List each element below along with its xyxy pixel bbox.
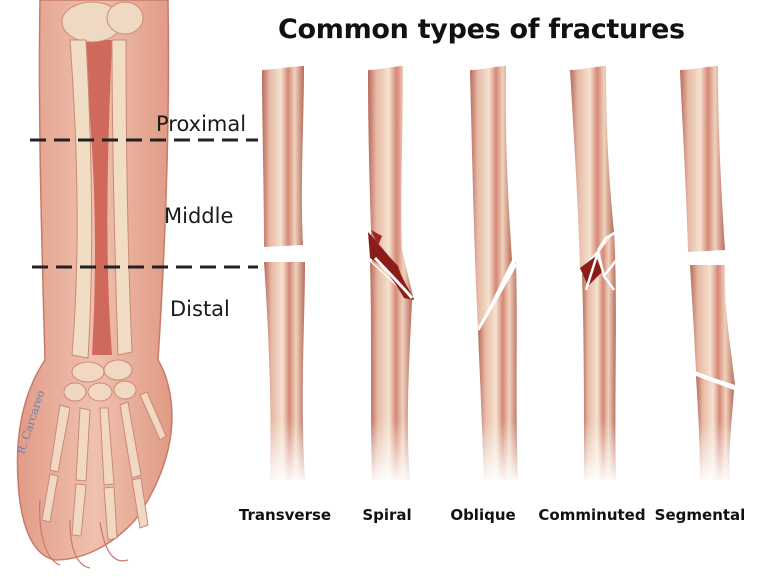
caption-segmental: Segmental [640, 506, 760, 524]
segmental-bone [680, 66, 735, 480]
region-label-distal: Distal [170, 297, 230, 321]
caption-oblique: Oblique [423, 506, 543, 524]
forearm-drawing [17, 0, 171, 568]
transverse-bone [262, 66, 305, 480]
region-label-proximal: Proximal [156, 112, 246, 136]
diagram-title: Common types of fractures [278, 14, 698, 45]
region-label-middle: Middle [164, 204, 233, 228]
oblique-bone [470, 66, 518, 480]
caption-comminuted: Comminuted [532, 506, 652, 524]
comminuted-bone [570, 66, 618, 480]
spiral-bone [368, 66, 414, 480]
